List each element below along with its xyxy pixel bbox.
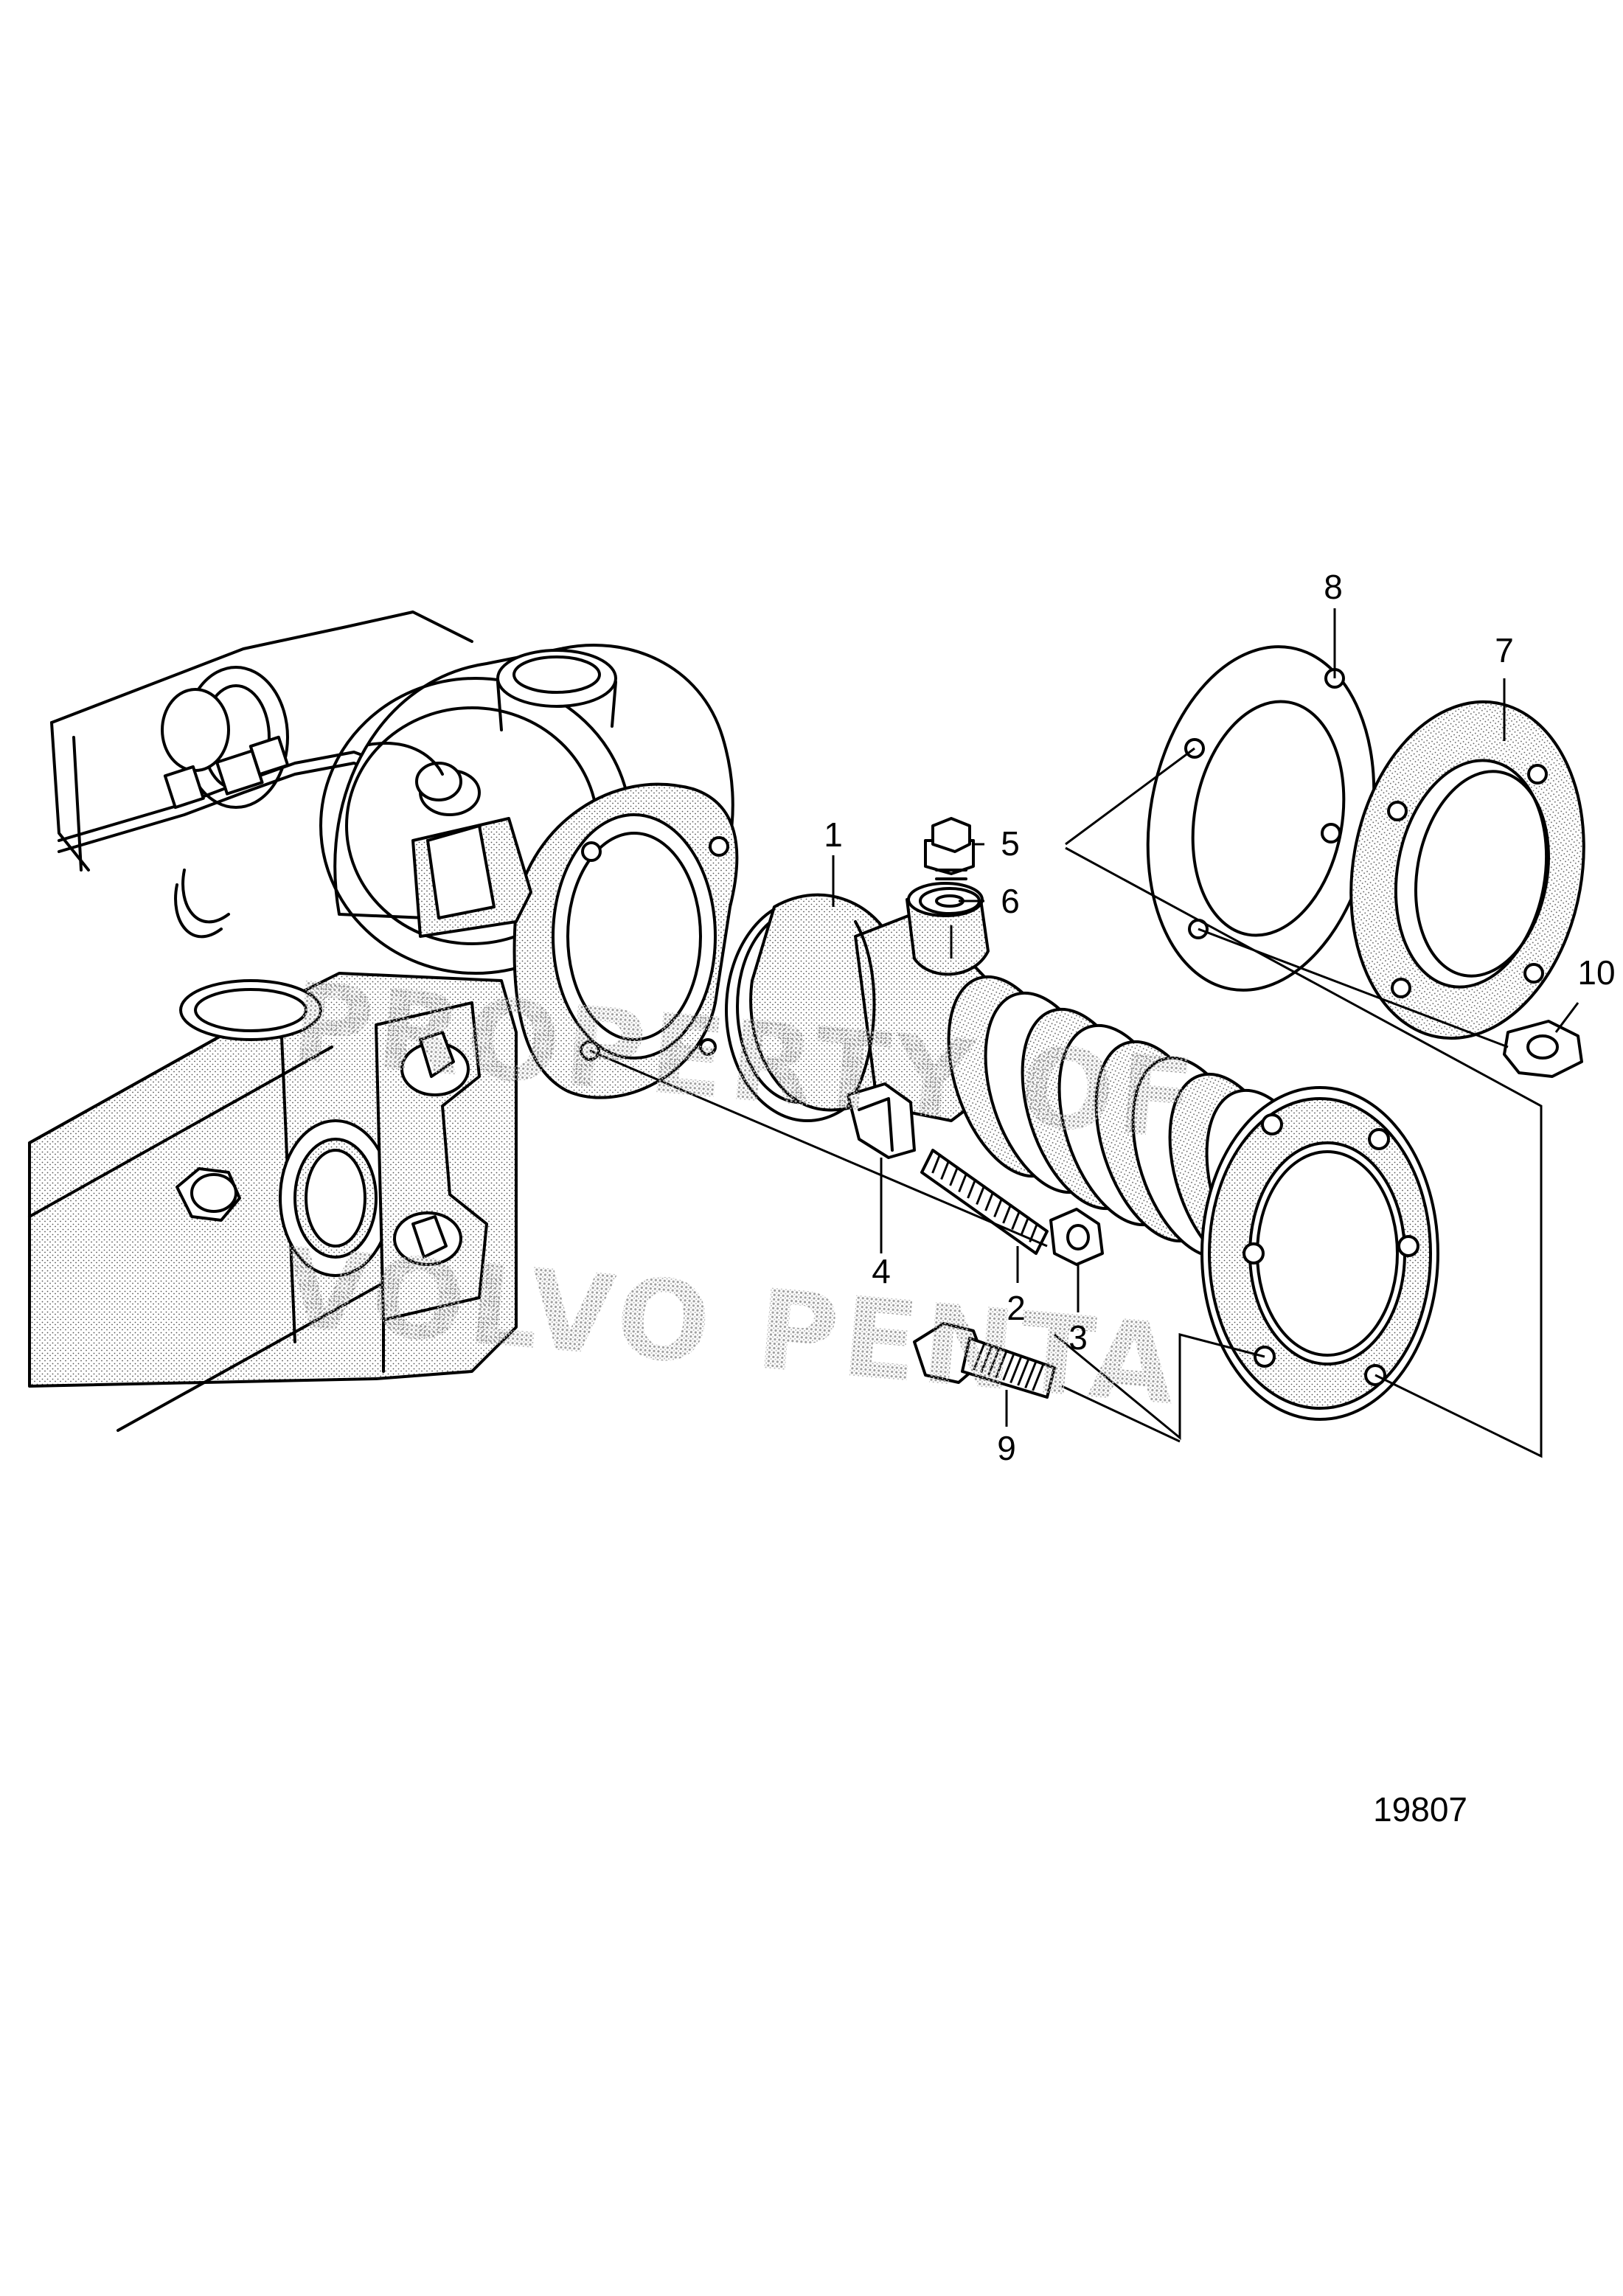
thread-line bbox=[931, 1153, 942, 1174]
thread-line bbox=[958, 1172, 968, 1193]
thread-line bbox=[1009, 1355, 1023, 1384]
thread-line bbox=[949, 1166, 959, 1186]
thread-line bbox=[1032, 1363, 1045, 1391]
callout-7: 7 bbox=[1495, 631, 1514, 669]
thread-line bbox=[987, 1348, 1001, 1376]
thread-line bbox=[967, 1178, 977, 1199]
thread-line bbox=[976, 1184, 986, 1206]
watermark-line-2: VOLVO PENTA bbox=[278, 1225, 1185, 1431]
part-9-flange-bolt bbox=[913, 1322, 1056, 1399]
figure-number: 19807 bbox=[1373, 1790, 1467, 1829]
thread-line bbox=[995, 1350, 1008, 1379]
thread-line bbox=[1024, 1360, 1038, 1389]
callout-2: 2 bbox=[1007, 1289, 1026, 1327]
callout-3: 3 bbox=[1068, 1318, 1088, 1357]
thread-line bbox=[1011, 1209, 1021, 1231]
callout-10: 10 bbox=[1577, 953, 1615, 992]
part-7-flange-plate bbox=[1349, 700, 1585, 1040]
part-10-hex-nut bbox=[1503, 1020, 1583, 1078]
assembly-lines bbox=[589, 608, 1579, 1458]
thread-line bbox=[993, 1197, 1004, 1218]
turbo-housing-assembly bbox=[28, 610, 739, 1432]
callout-labels: 1 2 3 4 5 6 7 8 9 10 bbox=[824, 568, 1615, 1467]
part-5-plug-screw bbox=[924, 817, 975, 880]
thread-line bbox=[940, 1159, 950, 1180]
callout-4: 4 bbox=[872, 1252, 891, 1290]
thread-line bbox=[1020, 1216, 1030, 1236]
part-3-hex-nut bbox=[1049, 1208, 1104, 1266]
thread-line bbox=[973, 1343, 986, 1371]
thread-line bbox=[1002, 1203, 1012, 1224]
part-1-exhaust-bellows-pipe bbox=[725, 882, 1439, 1421]
part-2-stud-bolt bbox=[920, 1149, 1049, 1255]
part-8-flange-gasket bbox=[1146, 645, 1376, 992]
thread-line bbox=[1017, 1358, 1030, 1386]
callout-6: 6 bbox=[1001, 882, 1020, 920]
callout-8: 8 bbox=[1324, 568, 1343, 606]
callout-9: 9 bbox=[997, 1429, 1016, 1467]
thread-line bbox=[1002, 1353, 1015, 1381]
thread-line bbox=[984, 1191, 995, 1211]
callout-5: 5 bbox=[1001, 824, 1020, 863]
thread-line bbox=[980, 1345, 993, 1374]
callout-1: 1 bbox=[824, 815, 843, 854]
part-4-clamp-clip bbox=[847, 1082, 916, 1159]
